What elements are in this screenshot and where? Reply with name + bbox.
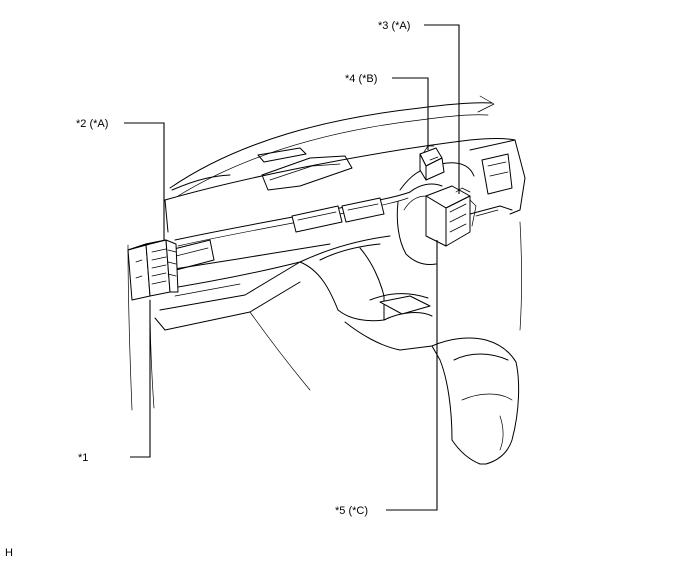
callout-4-label: *4 (*B): [345, 73, 377, 85]
leader-lines: [124, 24, 460, 511]
callout-labels: *1 *2 (*A) *3 (*A) *4 (*B) *5 (*C) H: [5, 20, 410, 559]
callout-5-label: *5 (*C): [335, 505, 368, 517]
callout-3-label: *3 (*A): [378, 20, 410, 32]
ecu-block-right: [425, 185, 477, 247]
callout-2-label: *2 (*A): [76, 118, 108, 130]
instrument-panel-drawing: [127, 95, 526, 465]
module-4: [419, 145, 445, 181]
callout-1-label: *1: [78, 452, 88, 464]
ecu-block-left: [127, 239, 179, 301]
corner-code: H: [5, 547, 13, 559]
